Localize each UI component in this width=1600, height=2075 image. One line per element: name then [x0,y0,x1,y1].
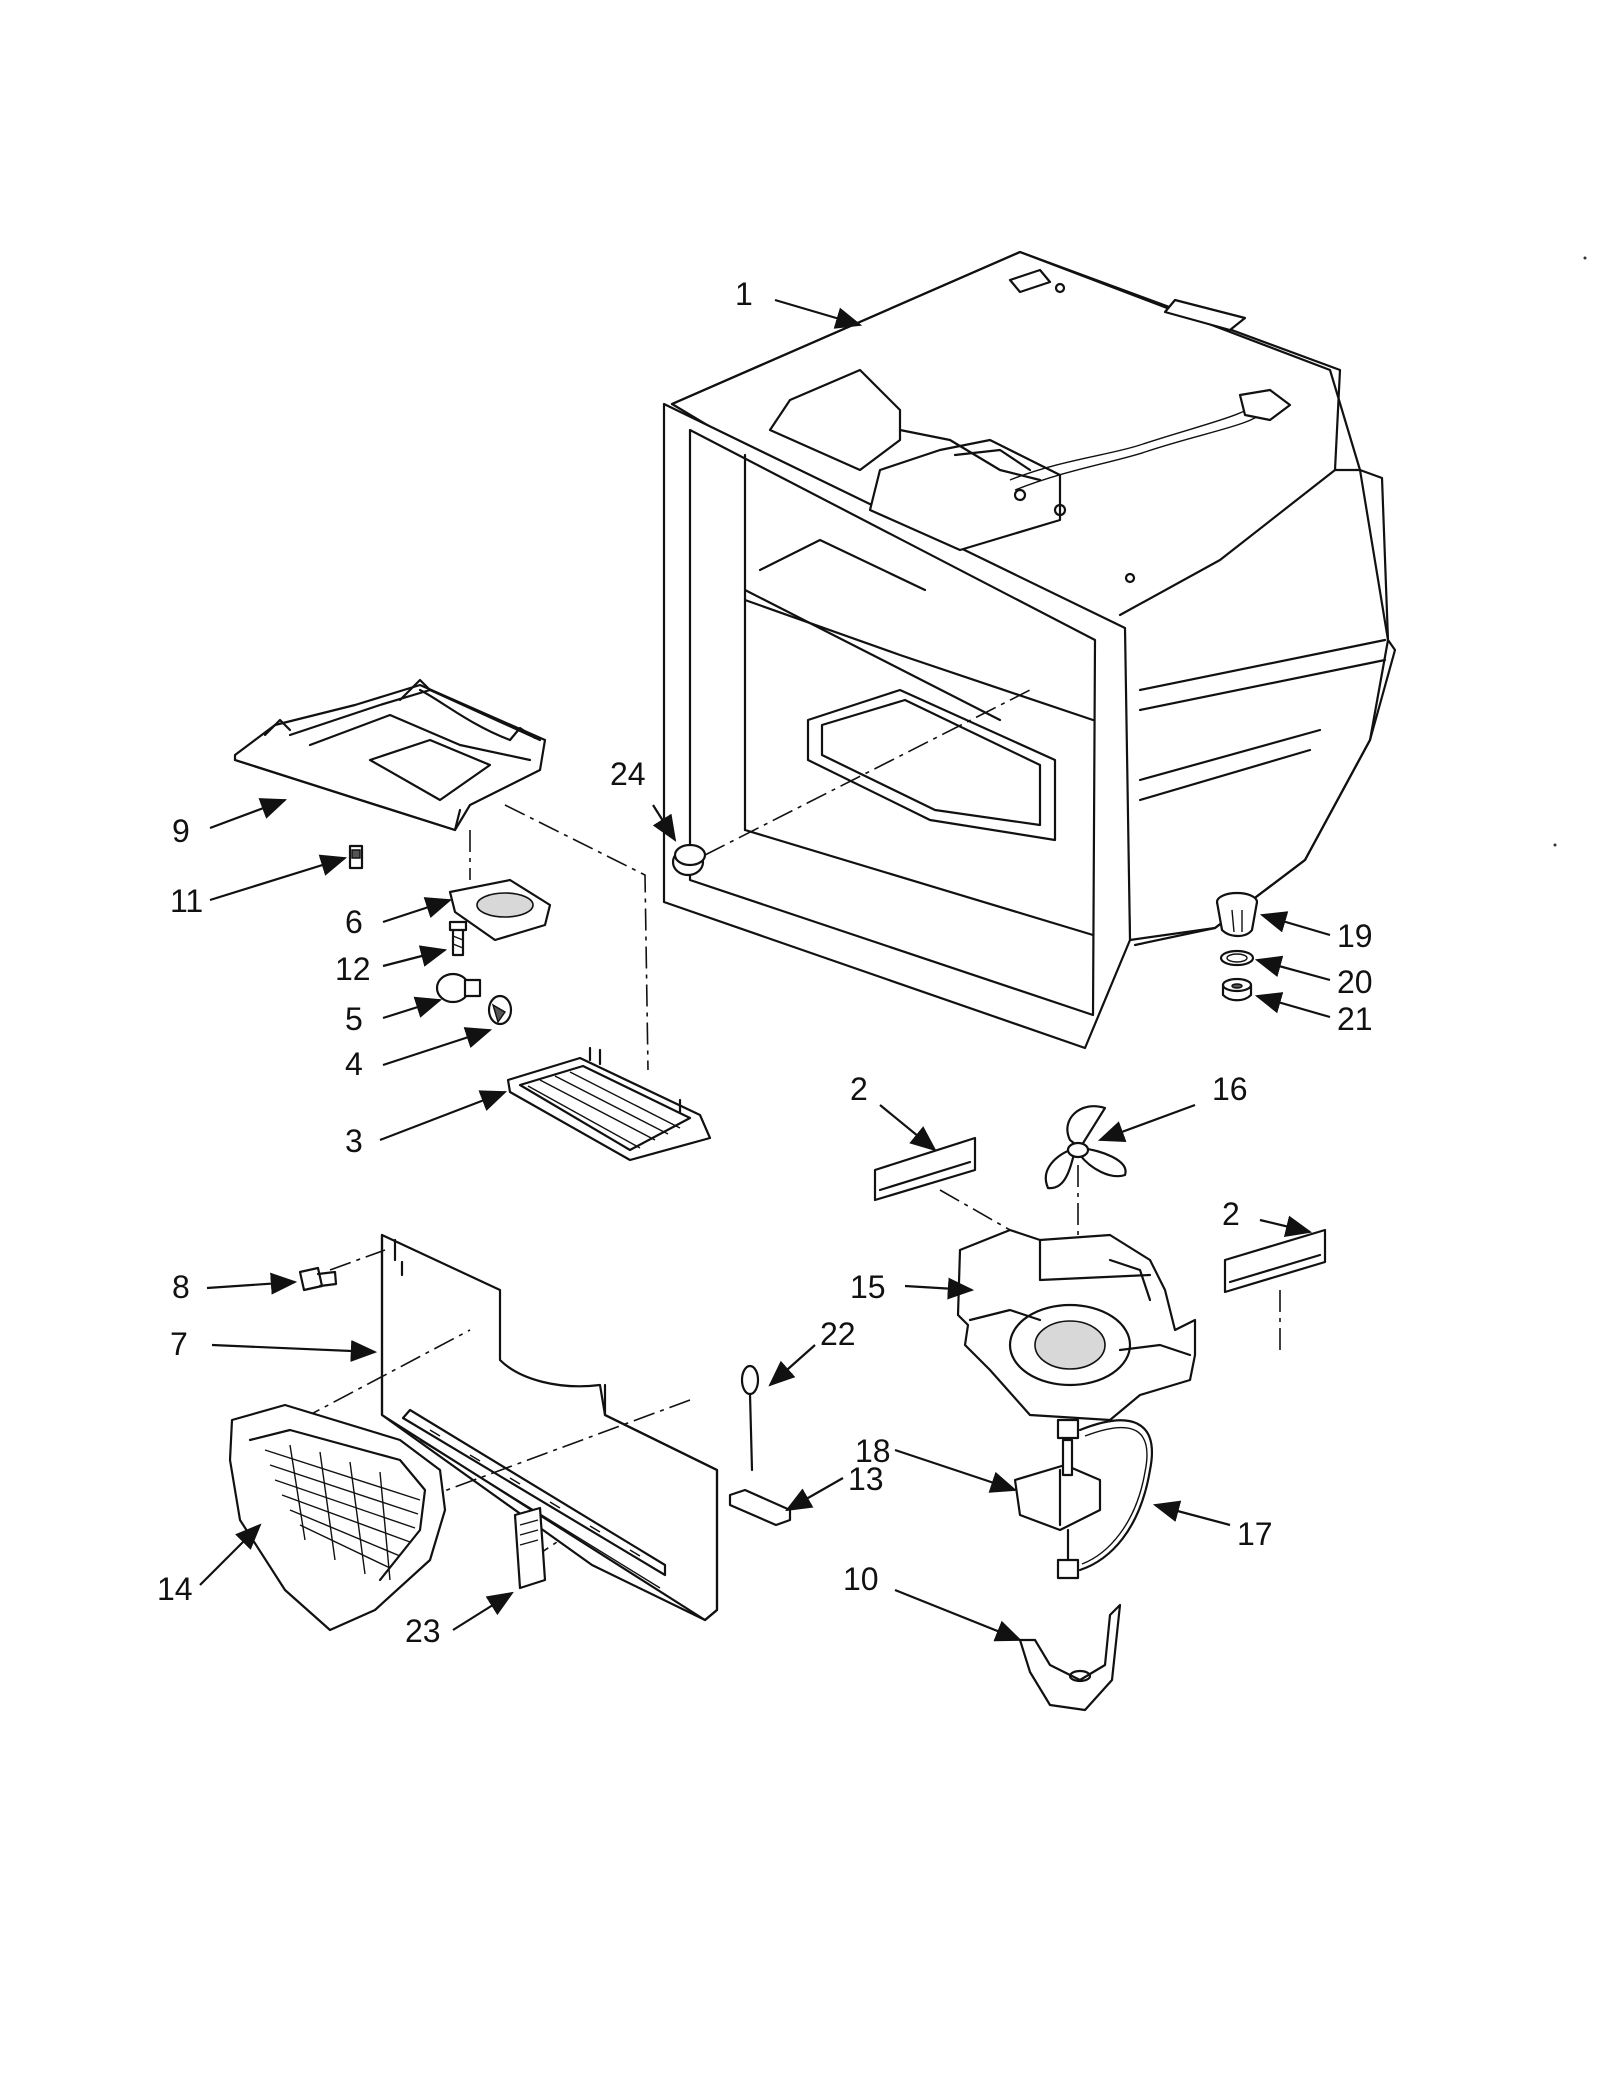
callout-1: 1 [735,276,753,312]
callout-labels: 1 2 2 3 4 5 6 7 8 9 10 11 12 13 14 15 16… [157,276,1373,1649]
callout-2-left: 2 [850,1071,868,1107]
part-24-plug [671,843,707,877]
callout-19: 19 [1337,918,1373,954]
callout-16: 16 [1212,1071,1248,1107]
part-11-switch [348,844,364,870]
part-6-light-housing [448,878,552,942]
scan-dot [1583,256,1587,260]
callout-20: 20 [1337,964,1373,1000]
callout-18: 18 [855,1433,891,1469]
part-18-fan-motor [1013,1418,1102,1580]
callout-24: 24 [610,756,646,792]
callout-9: 9 [172,813,190,849]
callout-21: 21 [1337,1001,1373,1037]
part-3-light-shield [506,1046,712,1162]
part-19-drain-fitting [1215,891,1259,938]
scan-dot [1553,843,1557,847]
part-21-grommet [1221,977,1253,1002]
part-2-insulation-right [1223,1228,1327,1294]
callout-10: 10 [843,1561,879,1597]
part-15-fan-shroud [956,1228,1197,1422]
guide-7-grille [419,1399,691,1501]
callout-6: 6 [345,904,363,940]
callout-14: 14 [157,1571,193,1607]
part-7-cover-panel [380,1233,719,1622]
callout-23: 23 [405,1613,441,1649]
callout-7: 7 [170,1326,188,1362]
callout-4: 4 [345,1046,363,1082]
callout-3: 3 [345,1123,363,1159]
guide-7-14 [299,1329,471,1421]
part-8-screw [298,1266,338,1292]
callout-12: 12 [335,951,371,987]
part-22-sensor [740,1364,760,1472]
guide-9-3 [504,804,649,1071]
part-23-damper [513,1506,547,1590]
part-9-control-housing [233,678,547,832]
callout-2-right: 2 [1222,1196,1240,1232]
callout-8: 8 [172,1269,190,1305]
guide-2a [939,1189,1011,1231]
part-12-screw [448,920,468,957]
callout-11: 11 [170,883,203,919]
callout-15: 15 [850,1269,886,1305]
leader-lines [199,298,1331,1642]
part-2-insulation-left [873,1136,977,1202]
part-5-bulb [435,972,482,1004]
part-17-wire-harness [1078,1419,1153,1572]
callout-13: 13 [848,1461,884,1497]
part-20-o-ring [1219,949,1255,967]
part-4-socket [487,994,513,1026]
callout-22: 22 [820,1316,856,1352]
guide-24 [704,689,1031,856]
part-10-motor-bracket [1018,1603,1122,1712]
part-1-freezer-liner [662,250,1397,1050]
part-13-foam-strip [728,1488,792,1527]
part-16-fan-blade [1044,1105,1127,1190]
callout-5: 5 [345,1001,363,1037]
callout-17: 17 [1237,1516,1273,1552]
part-14-grille [228,1403,447,1632]
guide-7-8 [329,1249,386,1271]
